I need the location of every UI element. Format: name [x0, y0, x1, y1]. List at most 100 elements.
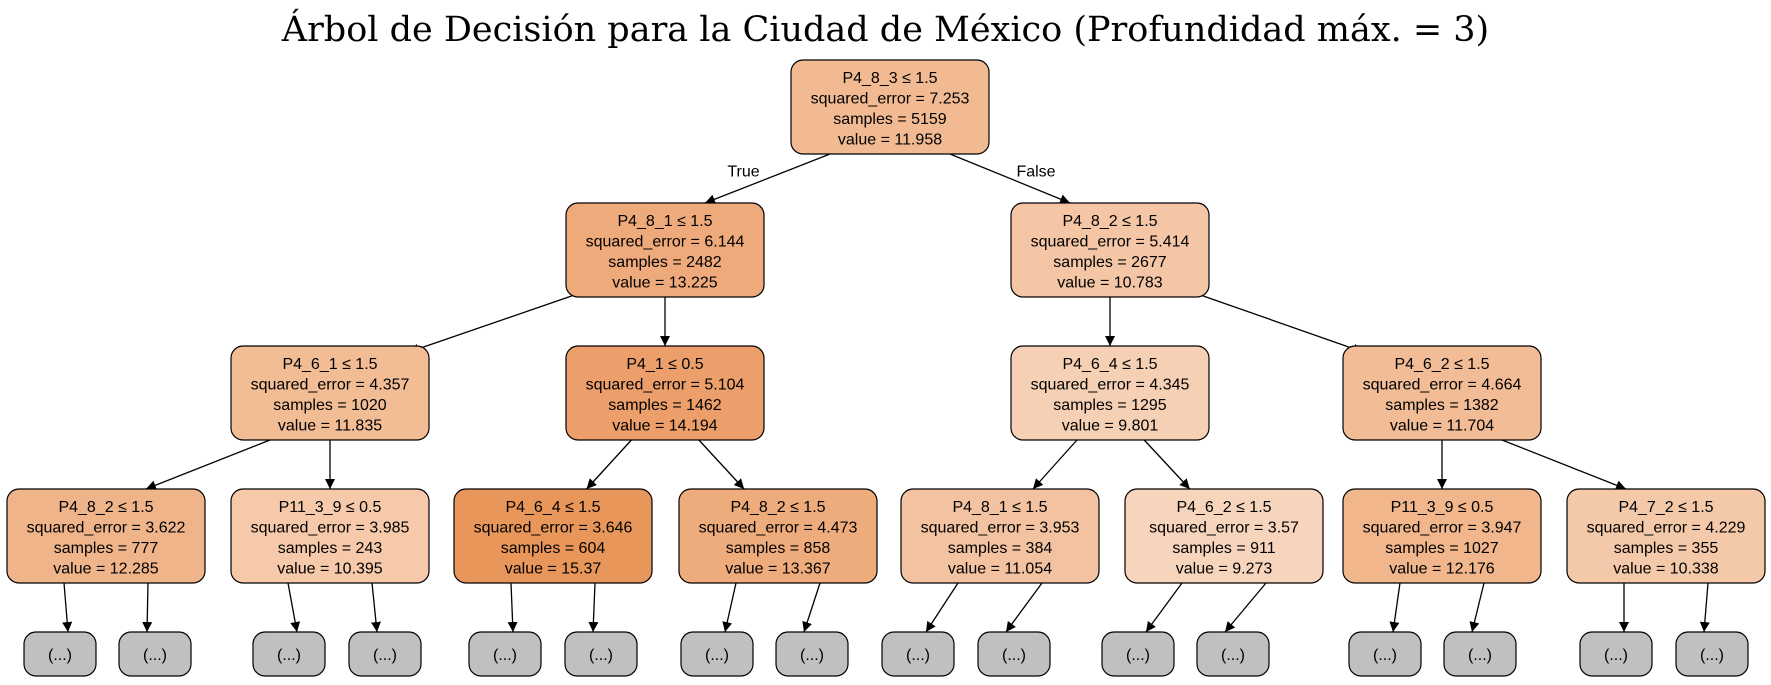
truncated-node-box [775, 631, 849, 677]
truncated-node: (...) [252, 631, 326, 677]
truncated-node: (...) [1579, 631, 1653, 677]
node-split-label: P4_1 ≤ 0.5 [626, 356, 703, 373]
truncated-node-box [564, 631, 638, 677]
node-split-label: P4_8_2 ≤ 1.5 [1062, 213, 1157, 230]
edge-n7-leaf-0 [62, 582, 73, 633]
edge-n11-leaf-1 [1005, 582, 1043, 633]
truncated-node: (...) [977, 631, 1051, 677]
edge-n4-n9 [586, 439, 632, 490]
node-split-label: P4_6_2 ≤ 1.5 [1394, 356, 1489, 373]
truncated-node-box [118, 631, 192, 677]
node-squared-error: squared_error = 4.664 [1363, 377, 1522, 394]
edge-n8-leaf-1 [371, 582, 381, 633]
truncated-node-box [252, 631, 326, 677]
figure-title: Árbol de Decisión para la Ciudad de Méxi… [281, 10, 1490, 50]
node-value: value = 12.176 [1389, 561, 1495, 578]
truncated-node-label: (...) [1604, 647, 1628, 664]
node-split-label: P4_6_4 ≤ 1.5 [505, 499, 600, 516]
truncated-node: (...) [1196, 631, 1270, 677]
truncated-node-box [1579, 631, 1653, 677]
truncated-node: (...) [1443, 631, 1517, 677]
edge-n10-leaf-1 [802, 582, 821, 633]
truncated-node-label: (...) [493, 647, 517, 664]
truncated-node-label: (...) [143, 647, 167, 664]
node-squared-error: squared_error = 6.144 [586, 234, 745, 251]
node-value: value = 10.783 [1057, 275, 1163, 292]
truncated-node: (...) [1348, 631, 1422, 677]
edge-n5-n11 [1032, 439, 1078, 490]
tree-node-box [1010, 345, 1210, 441]
edge-n1-n3 [408, 290, 587, 354]
truncated-node-label: (...) [1468, 647, 1492, 664]
truncated-node: (...) [348, 631, 422, 677]
tree-node-box [1342, 488, 1542, 584]
tree-node-box [453, 488, 653, 584]
truncated-node-box [1443, 631, 1517, 677]
tree-node-box [1342, 345, 1542, 441]
edge-n6-n14 [1501, 439, 1627, 490]
node-samples: samples = 777 [54, 540, 159, 557]
node-value: value = 9.801 [1062, 418, 1159, 435]
node-squared-error: squared_error = 3.953 [921, 520, 1080, 537]
truncated-node-label: (...) [48, 647, 72, 664]
node-split-label: P4_6_2 ≤ 1.5 [1176, 499, 1271, 516]
node-samples: samples = 911 [1172, 540, 1275, 557]
node-split-label: P4_8_1 ≤ 1.5 [952, 499, 1047, 516]
truncated-node-box [1675, 631, 1749, 677]
truncated-node: (...) [680, 631, 754, 677]
truncated-node-box [468, 631, 542, 677]
node-split-label: P4_8_2 ≤ 1.5 [58, 499, 153, 516]
node-split-label: P11_3_9 ≤ 0.5 [279, 499, 382, 516]
truncated-node: (...) [23, 631, 97, 677]
edge-n3-n7 [145, 439, 271, 490]
tree-node-box [678, 488, 878, 584]
node-samples: samples = 604 [501, 540, 606, 557]
node-value: value = 11.054 [948, 561, 1052, 578]
node-value: value = 10.395 [277, 561, 383, 578]
tree-node-box [565, 202, 765, 298]
edge-n11-leaf-0 [925, 582, 959, 633]
node-split-label: P11_3_9 ≤ 0.5 [1391, 499, 1494, 516]
edge-n14-leaf-1 [1699, 582, 1710, 633]
truncated-node-label: (...) [373, 647, 397, 664]
node-split-label: P4_8_1 ≤ 1.5 [617, 213, 712, 230]
node-split-label: P4_8_3 ≤ 1.5 [842, 70, 937, 87]
node-samples: samples = 2482 [608, 254, 722, 271]
truncated-node-box [680, 631, 754, 677]
truncated-node-label: (...) [800, 647, 824, 664]
edge-n0-n2 [949, 153, 1071, 204]
node-samples: samples = 243 [278, 540, 383, 557]
edge-n4-n10 [698, 439, 745, 490]
node-value: value = 11.958 [838, 132, 942, 149]
truncated-node: (...) [118, 631, 192, 677]
truncated-node: (...) [1101, 631, 1175, 677]
truncated-node-label: (...) [1221, 647, 1245, 664]
tree-node-box [230, 345, 430, 441]
node-value: value = 11.704 [1390, 418, 1494, 435]
tree-node-box [1124, 488, 1324, 584]
truncated-node-label: (...) [705, 647, 729, 664]
node-squared-error: squared_error = 3.947 [1363, 520, 1522, 537]
node-samples: samples = 5159 [833, 111, 947, 128]
node-squared-error: squared_error = 4.229 [1587, 520, 1746, 537]
edge-n9-leaf-0 [507, 582, 518, 633]
tree-node-box [790, 59, 990, 155]
node-value: value = 15.37 [505, 561, 602, 578]
node-squared-error: squared_error = 4.473 [699, 520, 858, 537]
node-squared-error: squared_error = 4.345 [1031, 377, 1190, 394]
node-squared-error: squared_error = 4.357 [251, 377, 410, 394]
node-samples: samples = 1462 [608, 397, 722, 414]
node-value: value = 12.285 [53, 561, 159, 578]
